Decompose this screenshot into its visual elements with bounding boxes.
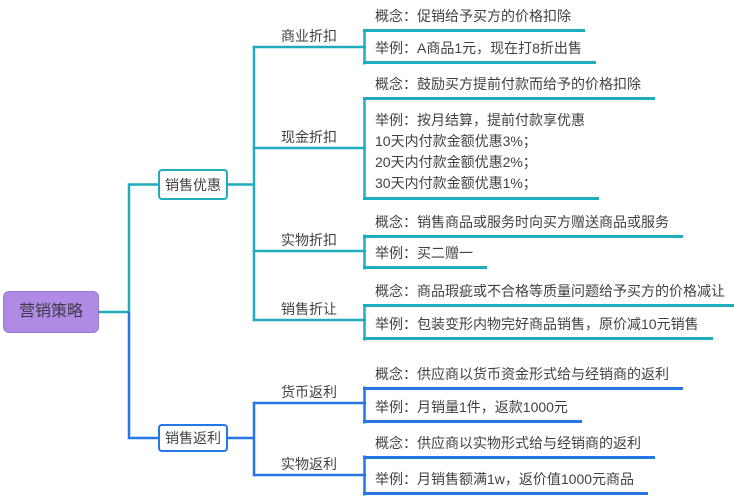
leaf-text-line: 举例：按月结算，提前付款享优惠: [375, 112, 585, 128]
leaf-concept-sales-allowance[interactable]: 概念：商品瑕疵或不合格等质量问题给予买方的价格减让: [363, 281, 734, 307]
leaf-example-cash-discount[interactable]: 举例：按月结算，提前付款享优惠 10天内付款金额优惠3%； 20天内付款金额优惠…: [363, 110, 599, 200]
leaf-concept-commercial-discount[interactable]: 概念：促销给予买方的价格扣除: [363, 6, 585, 32]
node-sales-discount[interactable]: 销售优惠: [158, 169, 228, 200]
leaf-text-line: 概念：鼓励买方提前付款而给予的价格扣除: [375, 76, 641, 92]
node-commercial-discount[interactable]: 商业折扣: [281, 28, 337, 44]
node-sales-rebate[interactable]: 销售返利: [158, 424, 228, 452]
leaf-text-line: 举例：A商品1元，现在打8折出售: [375, 40, 582, 56]
leaf-text-line: 概念：促销给予买方的价格扣除: [375, 8, 571, 24]
leaf-example-physical-discount[interactable]: 举例：买二赠一: [363, 243, 487, 269]
leaf-concept-physical-discount[interactable]: 概念：销售商品或服务时向买方赠送商品或服务: [363, 212, 683, 238]
leaf-text-line: 举例：月销量1件，返款1000元: [375, 399, 568, 415]
leaf-text-line: 概念：供应商以货币资金形式给与经销商的返利: [375, 366, 669, 382]
leaf-text-line: 举例：包装变形内物完好商品销售，原价减10元销售: [375, 316, 699, 332]
leaf-concept-cash-discount[interactable]: 概念：鼓励买方提前付款而给予的价格扣除: [363, 74, 655, 100]
node-cash-discount[interactable]: 现金折扣: [281, 129, 337, 145]
leaf-concept-monetary-rebate[interactable]: 概念：供应商以货币资金形式给与经销商的返利: [363, 364, 683, 390]
node-physical-discount[interactable]: 实物折扣: [281, 232, 337, 248]
leaf-text-line: 20天内付款金额优惠2%；: [375, 154, 537, 170]
leaf-text-line: 概念：销售商品或服务时向买方赠送商品或服务: [375, 214, 669, 230]
leaf-example-sales-allowance[interactable]: 举例：包装变形内物完好商品销售，原价减10元销售: [363, 314, 713, 340]
root-node-marketing-strategy[interactable]: 营销策略: [3, 291, 99, 333]
connector-root-to-discount: [99, 183, 158, 314]
node-physical-rebate[interactable]: 实物返利: [281, 456, 337, 472]
leaf-text-line: 概念：商品瑕疵或不合格等质量问题给予买方的价格减让: [375, 283, 725, 299]
leaf-example-commercial-discount[interactable]: 举例：A商品1元，现在打8折出售: [363, 38, 596, 64]
leaf-concept-physical-rebate[interactable]: 概念：供应商以实物形式给与经销商的返利: [363, 433, 655, 459]
leaf-text-line: 举例：月销售额满1w，返价值1000元商品: [375, 471, 635, 487]
node-monetary-rebate[interactable]: 货币返利: [281, 384, 337, 400]
leaf-text-line: 10天内付款金额优惠3%；: [375, 133, 537, 149]
connector-root-to-rebate: [127, 312, 158, 440]
leaf-example-physical-rebate[interactable]: 举例：月销售额满1w，返价值1000元商品: [363, 469, 649, 495]
node-sales-allowance[interactable]: 销售折让: [281, 301, 337, 317]
leaf-text-line: 举例：买二赠一: [375, 245, 473, 261]
leaf-text-line: 30天内付款金额优惠1%；: [375, 175, 537, 191]
leaf-text-line: 概念：供应商以实物形式给与经销商的返利: [375, 435, 641, 451]
leaf-example-monetary-rebate[interactable]: 举例：月销量1件，返款1000元: [363, 397, 582, 423]
